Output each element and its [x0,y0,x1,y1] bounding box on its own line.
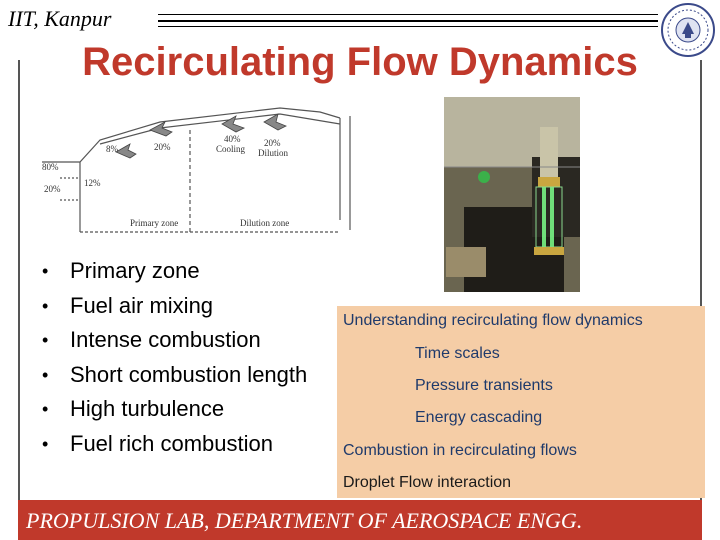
info-combustion: Combustion in recirculating flows [343,442,577,459]
institute-seal-icon [661,3,715,57]
diagram-label-40: 40% [224,134,241,144]
diagram-label-dilution: Dilution [258,148,289,158]
diagram-label-20-dilution: 20% [264,138,281,148]
info-item-time-scales: Time scales [415,345,500,362]
research-topics-box [337,306,705,498]
diagram-label-dilution-zone: Dilution zone [240,218,289,228]
feature-bullet-list: Primary zone Fuel air mixing Intense com… [42,254,307,461]
diagram-label-80: 80% [42,162,59,172]
bullet-item: Short combustion length [42,358,307,393]
left-border [18,60,20,540]
info-heading: Understanding recirculating flow dynamic… [343,312,643,329]
diagram-label-12: 12% [84,178,101,188]
diagram-label-8: 8% [106,144,119,154]
header-rule-middle [158,20,658,22]
bullet-item: Fuel rich combustion [42,427,307,462]
diagram-label-20-top: 20% [154,142,171,152]
info-droplet: Droplet Flow interaction [343,474,512,491]
bullet-item: Primary zone [42,254,307,289]
info-item-pressure-transients: Pressure transients [415,377,553,394]
footer-text: PROPULSION LAB, DEPARTMENT OF AEROSPACE … [26,508,583,533]
combustor-airflow-diagram: 80% 8% 20% 40% Cooling 20% Dilution 12% … [42,107,351,233]
bullet-item: Intense combustion [42,323,307,358]
header-rule-bottom [158,26,658,27]
bullet-item: Fuel air mixing [42,289,307,324]
info-item-energy-cascading: Energy cascading [415,409,543,426]
diagram-label-20-left: 20% [44,184,61,194]
bullet-item: High turbulence [42,392,307,427]
diagram-label-primary-zone: Primary zone [130,218,178,228]
combustor-rig-photo [444,97,580,292]
footer-bar [18,500,702,540]
header-rule-top [158,14,658,15]
slide-title: Recirculating Flow Dynamics [82,40,638,84]
right-border [700,60,702,540]
institution-label: IIT, Kanpur [8,6,112,31]
diagram-label-cooling: Cooling [216,144,246,154]
